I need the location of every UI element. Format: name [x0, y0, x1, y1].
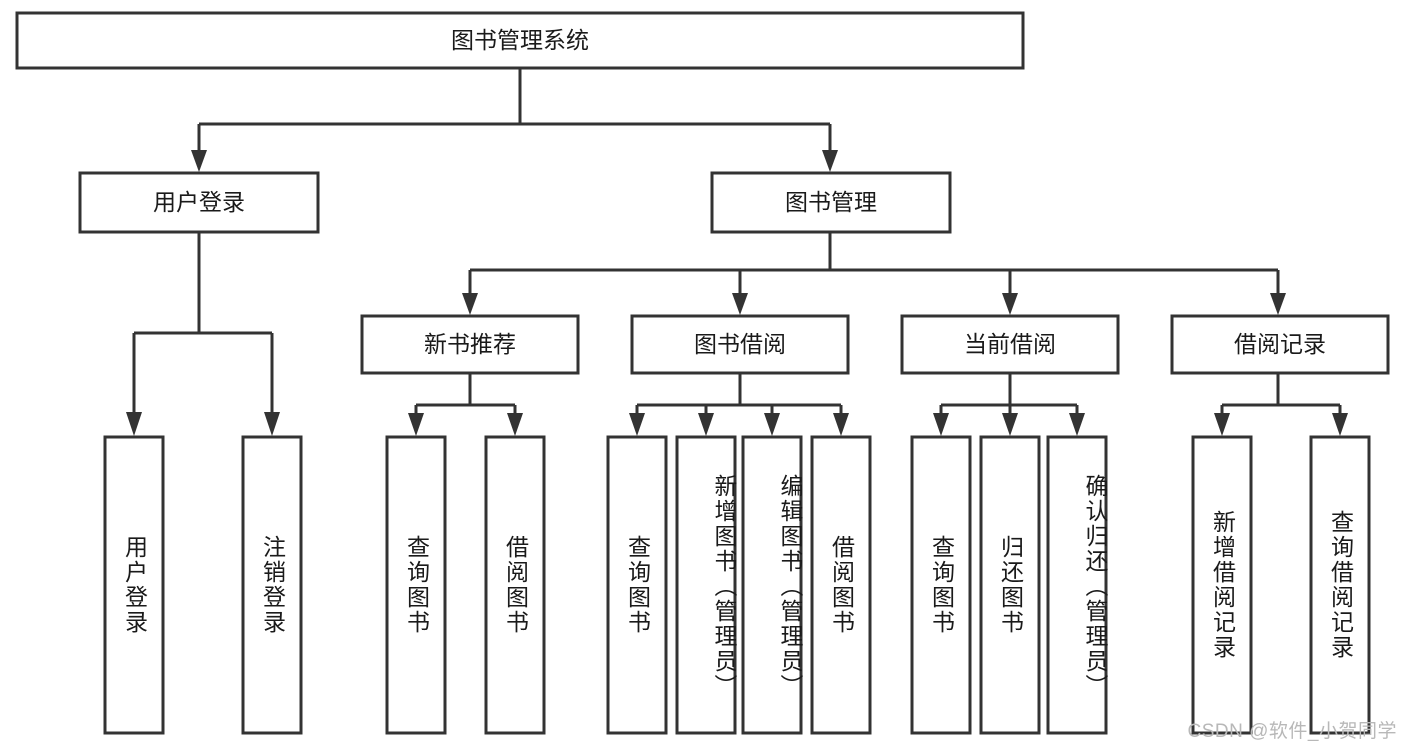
arrow-head-book-borrow [732, 293, 748, 315]
leaf-box-current-borrow-2[interactable] [979, 435, 1041, 735]
arrow-head-user-login-leaf2 [264, 412, 280, 436]
node-label-root: 图书管理系统 [451, 27, 589, 53]
arrow-head-current-borrow [1002, 293, 1018, 315]
leaf-box-new-book-2[interactable] [484, 435, 546, 735]
node-box-user-login[interactable] [78, 171, 320, 234]
leaf-box-book-borrow-2[interactable] [675, 435, 737, 735]
node-box-book-management[interactable] [710, 171, 952, 234]
leaf-box-user-login-1[interactable] [103, 435, 165, 735]
node-box-borrow-records[interactable] [1170, 314, 1390, 375]
leaf-box-book-borrow-1[interactable] [606, 435, 668, 735]
node-box-current-borrow[interactable] [900, 314, 1120, 375]
leaf-box-book-borrow-3[interactable] [741, 435, 803, 735]
arrow-head-borrow-records-leaf1 [1214, 413, 1230, 436]
node-label-borrow-records: 借阅记录 [1234, 331, 1326, 357]
node-label-new-book-recommend: 新书推荐 [424, 331, 516, 357]
arrow-head-new-book-leaf1 [408, 413, 424, 436]
arrow-head-book-borrow-leaf4 [833, 413, 849, 436]
watermark-text: CSDN @软件_小贺同学 [1187, 721, 1397, 742]
arrow-head-borrow-records [1270, 293, 1286, 315]
arrow-head-user-login-leaf1 [126, 412, 142, 436]
node-label-book-borrow: 图书借阅 [694, 331, 786, 357]
arrow-head-borrow-records-leaf2 [1332, 413, 1348, 436]
leaf-box-borrow-records-1[interactable] [1191, 435, 1253, 735]
arrow-head-book-borrow-leaf1 [629, 413, 645, 436]
node-box-new-book-recommend[interactable] [360, 314, 580, 375]
arrow-head-user-login [191, 150, 207, 172]
node-box-root[interactable] [15, 11, 1025, 70]
node-box-book-borrow[interactable] [630, 314, 850, 375]
arrow-head-new-book [462, 293, 478, 315]
leaf-box-user-login-2[interactable] [241, 435, 303, 735]
arrow-head-current-borrow-leaf3 [1069, 413, 1085, 436]
arrow-head-current-borrow-leaf2 [1002, 413, 1018, 436]
leaf-box-book-borrow-4[interactable] [810, 435, 872, 735]
arrow-head-new-book-leaf2 [507, 413, 523, 436]
leaf-box-current-borrow-3[interactable] [1046, 435, 1108, 735]
node-label-current-borrow: 当前借阅 [964, 331, 1056, 357]
node-group: 图书管理系统 用户登录 图书管理 新书推荐 图书借阅 当前借阅 借阅记录 [15, 11, 1390, 735]
node-label-user-login: 用户登录 [153, 189, 245, 215]
leaf-box-new-book-1[interactable] [385, 435, 447, 735]
arrow-head-current-borrow-leaf1 [933, 413, 949, 436]
leaf-box-current-borrow-1[interactable] [910, 435, 972, 735]
leaf-box-borrow-records-2[interactable] [1309, 435, 1371, 735]
arrow-head-book-mgmt [822, 150, 838, 172]
connector-group [126, 68, 1348, 436]
arrow-head-book-borrow-leaf2 [698, 413, 714, 436]
arrow-head-book-borrow-leaf3 [764, 413, 780, 436]
node-label-book-management: 图书管理 [785, 189, 877, 215]
